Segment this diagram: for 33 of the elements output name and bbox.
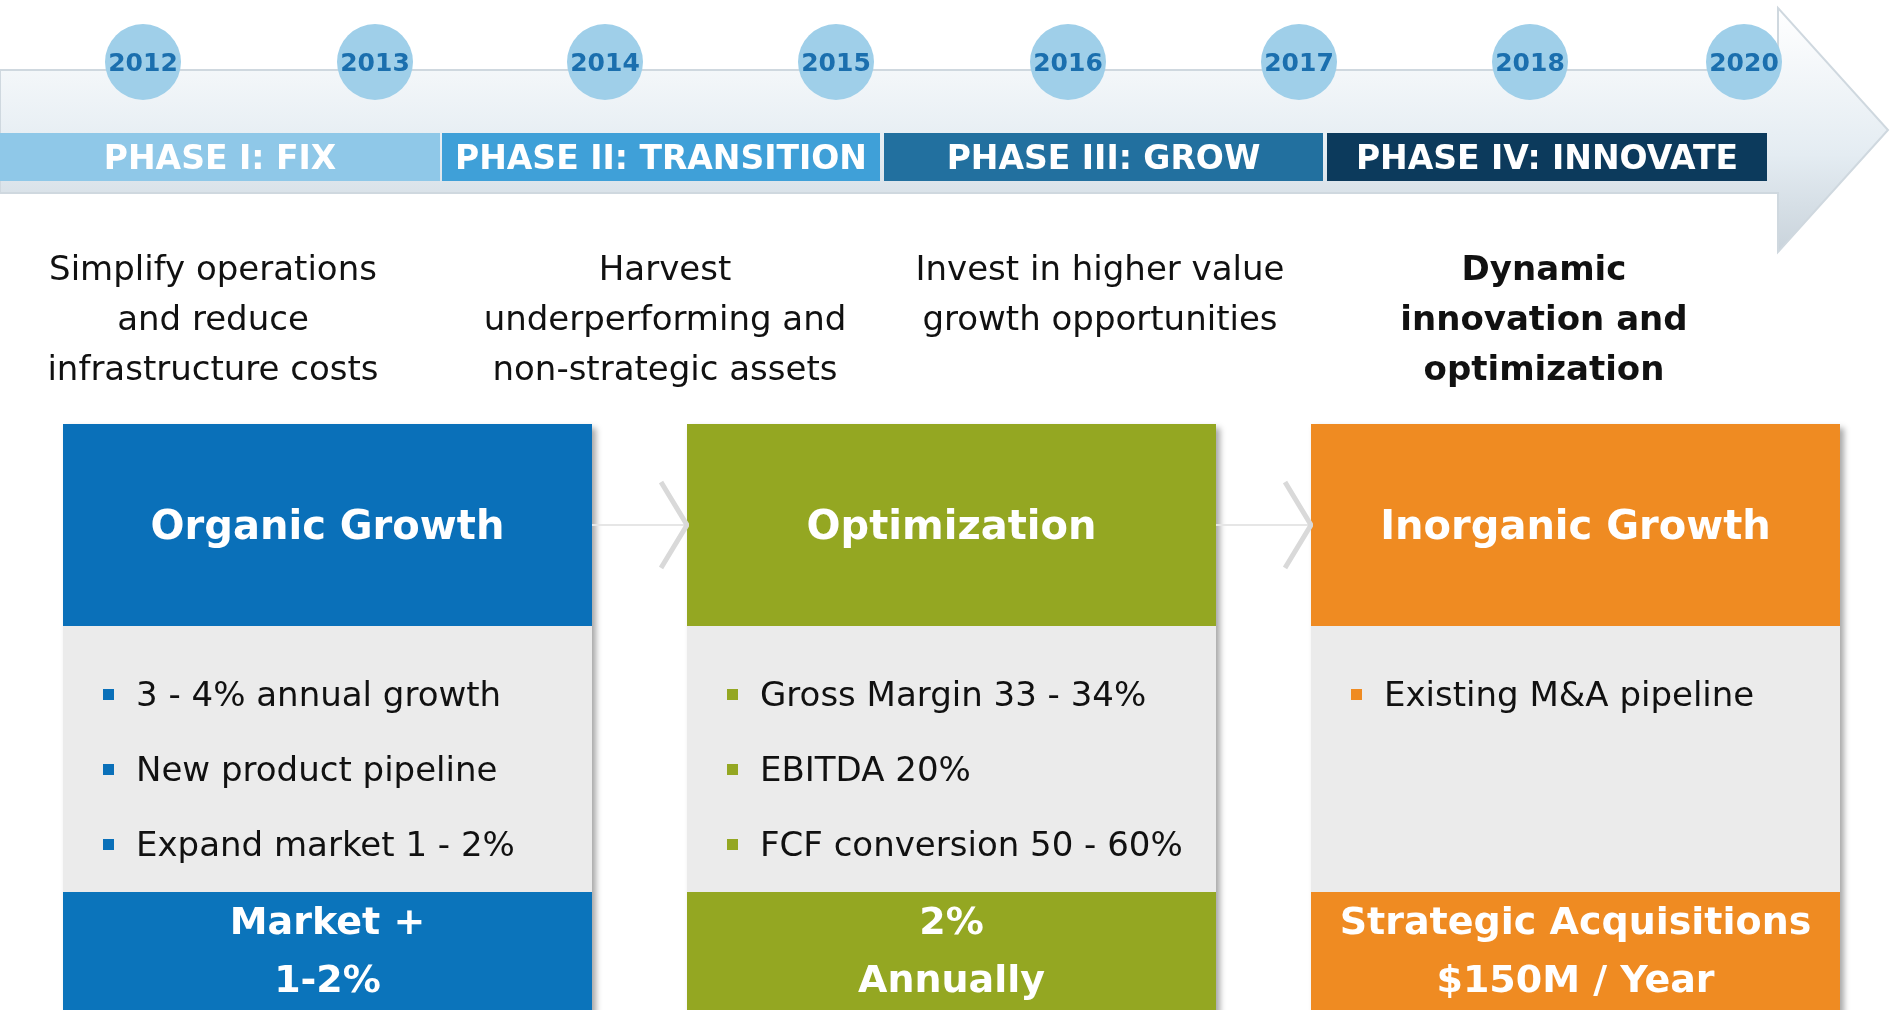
phase-description: Invest in higher value growth opportunities: [914, 247, 1286, 340]
year-badge: 2013: [337, 24, 413, 100]
phase-bar: PHASE I: FIX: [0, 133, 440, 181]
phase-description: Dynamic innovation and optimization: [1399, 247, 1689, 390]
bullet-text: Gross Margin 33 - 34%: [760, 674, 1147, 714]
year-badge: 2012: [105, 24, 181, 100]
card-footer: Market + 1-2%: [63, 892, 592, 1010]
card-header: Optimization: [687, 424, 1216, 626]
strategy-card: [63, 424, 592, 1010]
bullet-text: New product pipeline: [136, 749, 498, 789]
phase-bar: PHASE II: TRANSITION: [442, 133, 880, 181]
phase-bar: PHASE III: GROW: [884, 133, 1323, 181]
phase-bar: PHASE IV: INNOVATE: [1327, 133, 1767, 181]
year-badge: 2017: [1261, 24, 1337, 100]
year-badge: 2014: [567, 24, 643, 100]
bullet-text: Existing M&A pipeline: [1384, 674, 1755, 714]
phase-description: Harvest underperforming and non-strategic assets: [482, 247, 848, 390]
bullet-text: EBITDA 20%: [760, 749, 971, 789]
strategy-card: [687, 424, 1216, 1010]
year-badge: 2018: [1492, 24, 1568, 100]
bullet-text: 3 - 4% annual growth: [136, 674, 502, 714]
card-footer: 2% Annually: [687, 892, 1216, 1010]
card-footer: Strategic Acquisitions $150M / Year: [1311, 892, 1840, 1010]
phase-description: Simplify operations and reduce infrastructure costs: [46, 247, 380, 390]
chevron-arrow: [1215, 479, 1314, 571]
card-header: Inorganic Growth: [1311, 424, 1840, 626]
card-header: Organic Growth: [63, 424, 592, 626]
year-badge: 2015: [798, 24, 874, 100]
year-badge: 2016: [1030, 24, 1106, 100]
bullet-text: Expand market 1 - 2%: [136, 824, 515, 864]
chevron-arrow: [591, 479, 690, 571]
strategy-card: [1311, 424, 1840, 1010]
bullet-text: FCF conversion 50 - 60%: [760, 824, 1183, 864]
